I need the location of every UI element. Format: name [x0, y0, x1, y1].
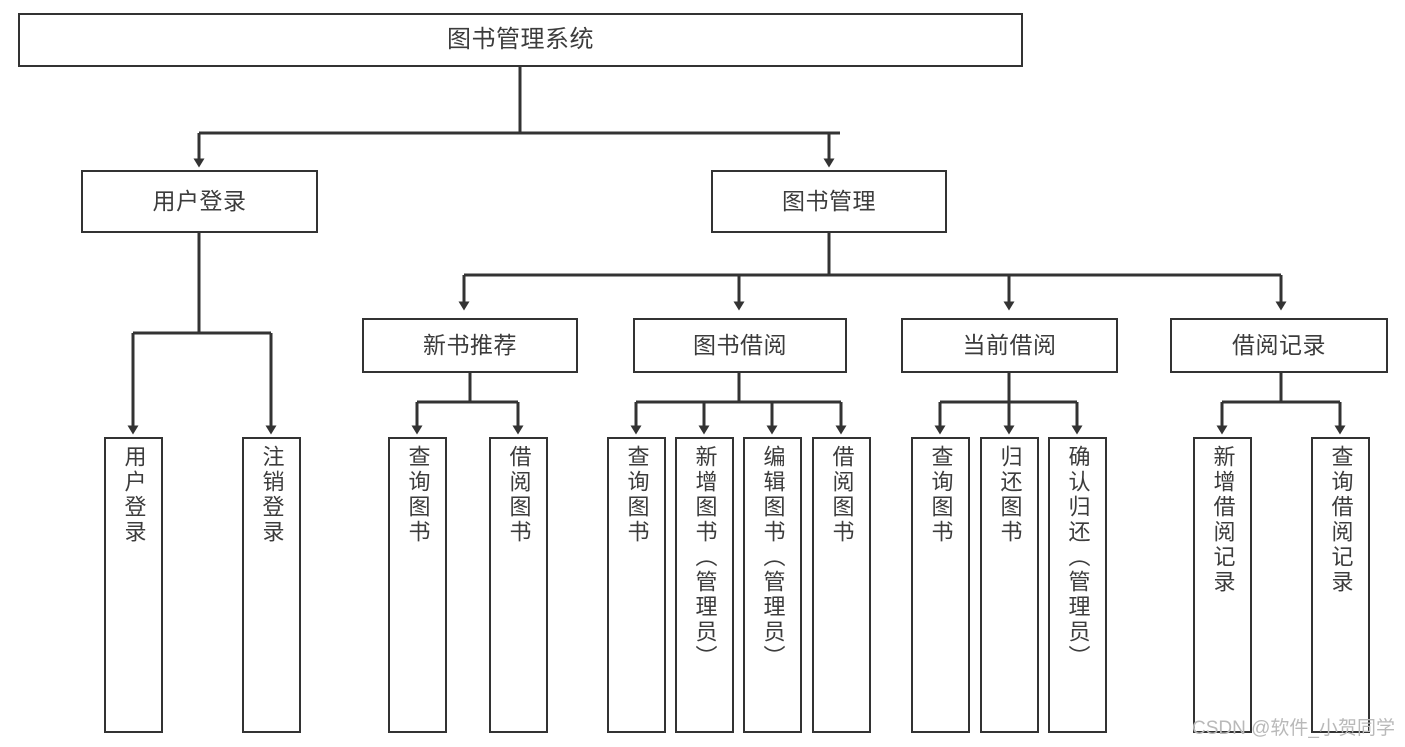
node-label: 归还图书 [997, 445, 1023, 545]
node-label: 借阅记录 [1232, 331, 1326, 358]
node-label: 图书管理系统 [447, 25, 594, 53]
node-label: 借阅图书 [506, 445, 532, 545]
node-label: 确认归还（管理员） [1065, 445, 1091, 670]
node-leaf-query-borrow-record[interactable]: 查询借阅记录 [1311, 437, 1370, 733]
node-label: 当前借阅 [962, 331, 1057, 358]
node-book-management[interactable]: 图书管理 [711, 170, 947, 233]
node-label: 查询借阅记录 [1328, 445, 1354, 595]
node-leaf-user-login[interactable]: 用户登录 [104, 437, 163, 733]
node-leaf-query-book-recommend[interactable]: 查询图书 [388, 437, 447, 733]
node-leaf-return-book[interactable]: 归还图书 [980, 437, 1039, 733]
node-label: 注销登录 [259, 445, 285, 545]
node-root-system[interactable]: 图书管理系统 [18, 13, 1023, 67]
node-leaf-confirm-return-admin[interactable]: 确认归还（管理员） [1048, 437, 1107, 733]
node-leaf-add-borrow-record[interactable]: 新增借阅记录 [1193, 437, 1252, 733]
node-label: 查询图书 [405, 445, 431, 545]
node-label: 借阅图书 [829, 445, 855, 545]
node-label: 查询图书 [624, 445, 650, 545]
node-new-book-recommend[interactable]: 新书推荐 [362, 318, 578, 373]
node-leaf-logout[interactable]: 注销登录 [242, 437, 301, 733]
node-book-borrow[interactable]: 图书借阅 [633, 318, 847, 373]
node-label: 图书管理 [782, 187, 876, 214]
node-label: 新增借阅记录 [1210, 445, 1236, 595]
watermark-text: CSDN @软件_小贺同学 [1192, 718, 1395, 739]
node-leaf-query-book-borrow[interactable]: 查询图书 [607, 437, 666, 733]
node-label: 新书推荐 [423, 331, 517, 358]
node-label: 新增图书（管理员） [692, 445, 718, 670]
node-label: 编辑图书（管理员） [760, 445, 786, 670]
node-label: 用户登录 [152, 187, 247, 214]
node-current-borrow[interactable]: 当前借阅 [901, 318, 1118, 373]
node-label: 用户登录 [121, 445, 147, 545]
node-borrow-record[interactable]: 借阅记录 [1170, 318, 1388, 373]
node-leaf-add-book-admin[interactable]: 新增图书（管理员） [675, 437, 734, 733]
node-leaf-borrow-book-recommend[interactable]: 借阅图书 [489, 437, 548, 733]
node-label: 图书借阅 [693, 331, 787, 358]
node-label: 查询图书 [928, 445, 954, 545]
node-leaf-edit-book-admin[interactable]: 编辑图书（管理员） [743, 437, 802, 733]
node-leaf-borrow-book[interactable]: 借阅图书 [812, 437, 871, 733]
node-leaf-query-book-current[interactable]: 查询图书 [911, 437, 970, 733]
node-user-login[interactable]: 用户登录 [81, 170, 318, 233]
